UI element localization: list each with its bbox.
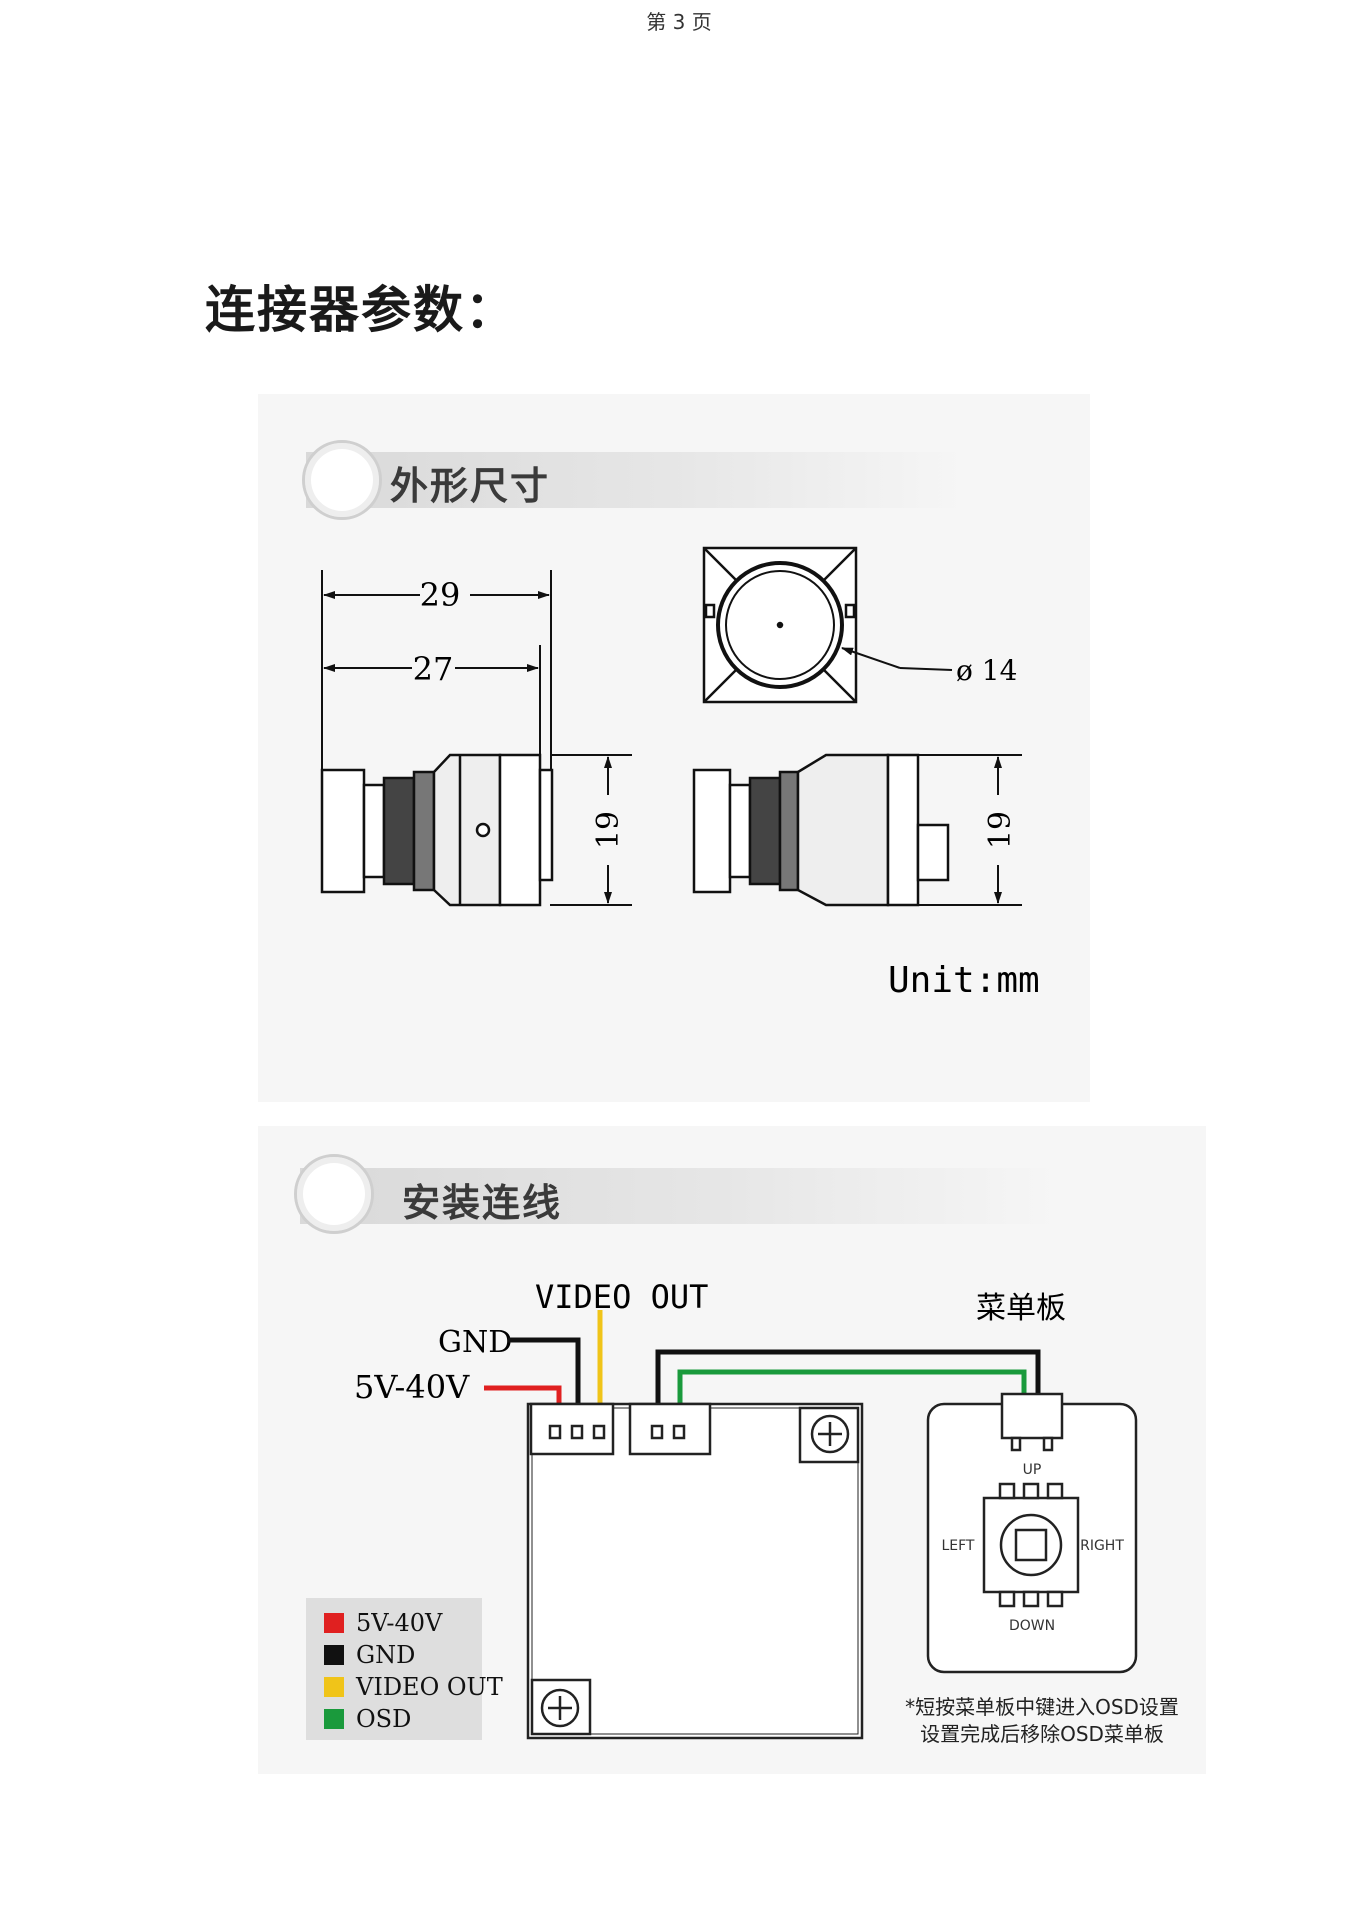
gnd-label: GND	[438, 1325, 512, 1360]
legend-label: 5V-40V	[356, 1609, 443, 1637]
unit-label: Unit:mm	[888, 960, 1040, 1001]
legend-swatch	[324, 1645, 344, 1665]
legend-label: GND	[356, 1641, 416, 1669]
osd-note-line2: 设置完成后移除OSD菜单板	[920, 1722, 1164, 1746]
lens-diameter-label: ø 14	[956, 654, 1017, 687]
legend-item-power: 5V-40V	[324, 1609, 443, 1637]
dimension-panel	[258, 394, 1090, 1102]
screw-top-right-icon	[798, 1406, 860, 1464]
page-number: 第 3 页	[646, 10, 712, 34]
legend-swatch	[324, 1677, 344, 1697]
power-connector	[529, 1402, 615, 1456]
menu-right-label: RIGHT	[1080, 1538, 1124, 1554]
legend-label: OSD	[356, 1705, 412, 1733]
legend-item-gnd: GND	[324, 1641, 416, 1669]
wire-osd	[677, 1369, 1027, 1428]
osd-note: *短按菜单板中键进入OSD设置 设置完成后移除OSD菜单板	[892, 1694, 1192, 1748]
dim-19-right-label: 19	[983, 811, 1018, 849]
dim-29-label: 29	[420, 576, 461, 614]
camera-side-view-right	[692, 753, 950, 907]
camera-front-view	[702, 546, 858, 704]
menu-left-label: LEFT	[941, 1538, 974, 1554]
power-label: 5V-40V	[354, 1368, 470, 1406]
osd-note-line1: *短按菜单板中键进入OSD设置	[905, 1695, 1179, 1719]
wire-gnd	[508, 1337, 581, 1428]
wire-color-legend: 5V-40V GND VIDEO OUT OSD	[306, 1598, 503, 1740]
menu-up-label: UP	[1023, 1462, 1042, 1478]
legend-item-video: VIDEO OUT	[324, 1673, 503, 1701]
banner-circle-icon	[302, 440, 382, 520]
menu-board-title: 菜单板	[976, 1291, 1066, 1326]
wire-osd-gnd	[655, 1349, 1041, 1428]
legend-swatch	[324, 1709, 344, 1729]
legend-swatch	[324, 1613, 344, 1633]
legend-item-osd: OSD	[324, 1705, 412, 1733]
page-heading: 连接器参数：	[205, 281, 517, 339]
wiring-banner	[300, 1168, 1060, 1224]
video-out-label: VIDEO OUT	[535, 1278, 708, 1316]
dimension-title: 外形尺寸	[390, 464, 551, 508]
dim-19-left-label: 19	[591, 811, 626, 849]
legend-label: VIDEO OUT	[356, 1673, 503, 1701]
screw-bottom-left-icon	[530, 1678, 592, 1736]
camera-side-view-left	[320, 753, 554, 907]
dimension-banner	[306, 452, 966, 508]
wiring-title: 安装连线	[402, 1181, 563, 1225]
osd-connector	[628, 1402, 712, 1456]
dim-27-label: 27	[413, 650, 454, 688]
menu-down-label: DOWN	[1009, 1618, 1055, 1634]
menu-board	[926, 1392, 1138, 1674]
banner-circle-icon	[294, 1154, 374, 1234]
